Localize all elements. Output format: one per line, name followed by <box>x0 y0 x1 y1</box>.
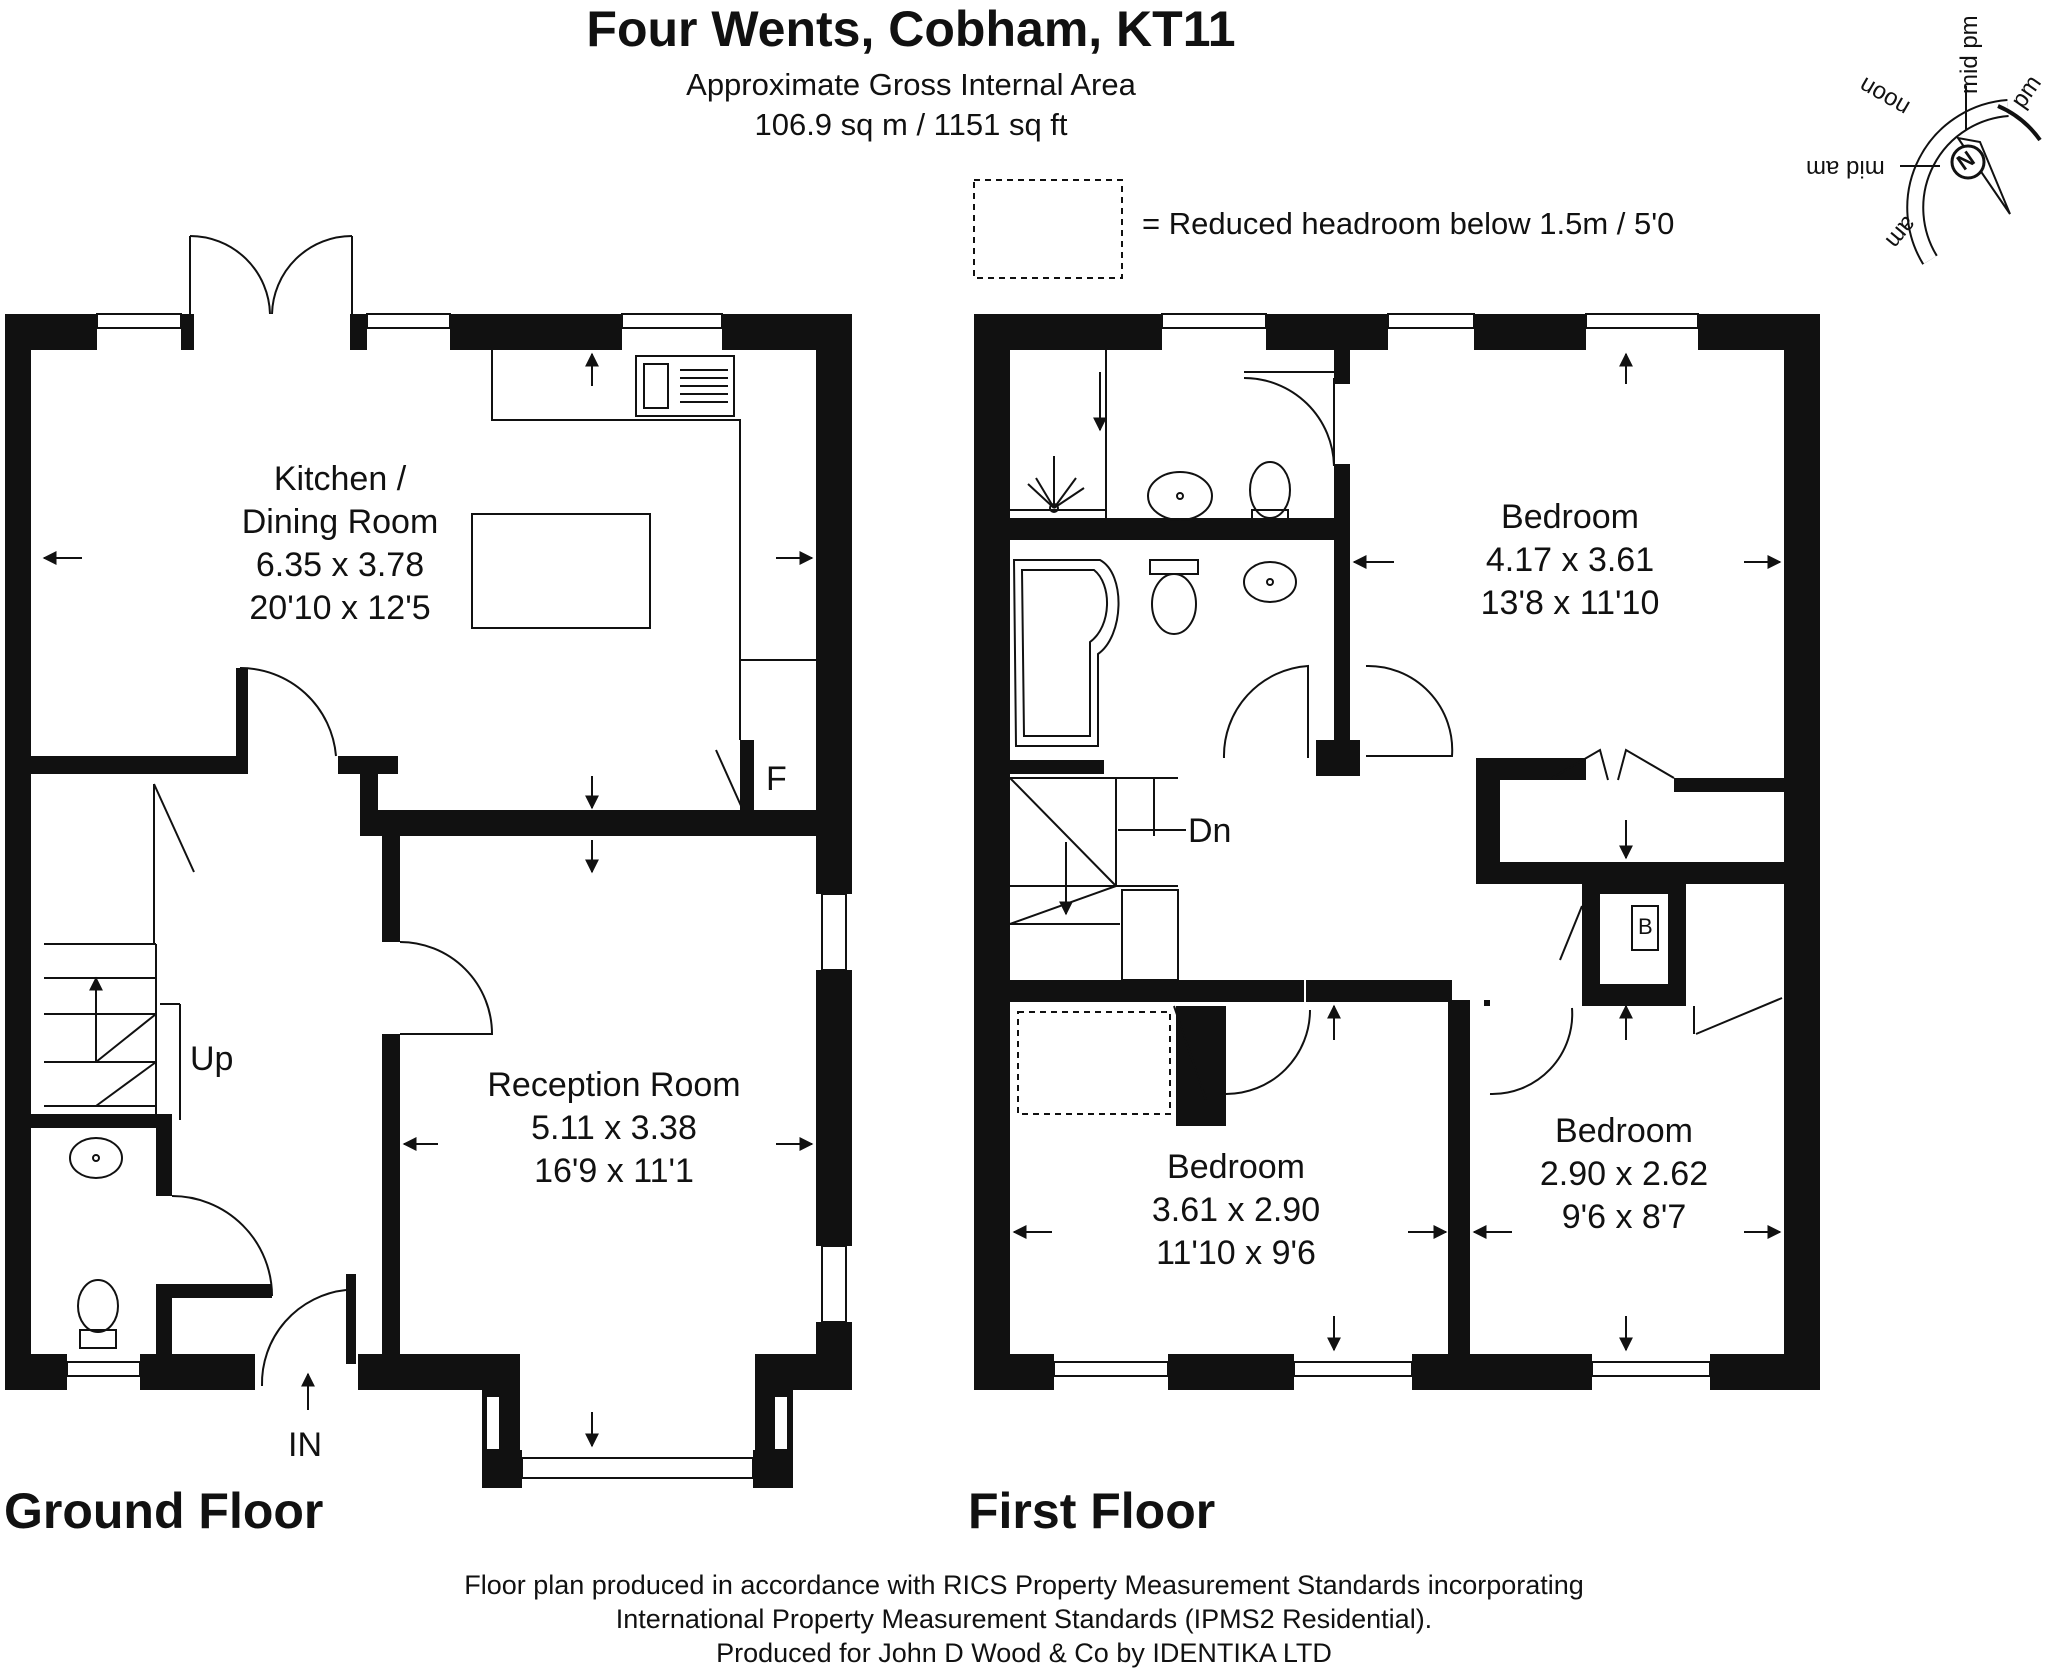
ff-wall-wardrobe-bottom <box>1476 862 1820 884</box>
ff-wall-bath-bottom <box>1010 760 1104 774</box>
ff-wall-top-d <box>1698 314 1820 350</box>
gf-window-right-b <box>821 1245 847 1323</box>
gf-wall-top-b <box>181 314 194 350</box>
gf-window-bay-bottom <box>521 1457 754 1479</box>
ground-floor-title: Ground Floor <box>4 1483 324 1539</box>
ff-wall-landing <box>1010 980 1304 1002</box>
gf-wall-fridge <box>740 740 754 816</box>
gf-wall-kitchen-bottom-c <box>360 810 826 836</box>
gf-wall-bottom-a <box>5 1354 67 1390</box>
ff-wall-b-cup-bottom <box>1582 984 1686 1006</box>
compass-rose <box>1900 86 2042 265</box>
ff-window-top-b <box>1387 313 1475 329</box>
gf-windows <box>66 313 847 1479</box>
gf-dimension-arrows <box>42 352 814 1448</box>
gf-window-top-b <box>366 313 451 329</box>
ff-wall-bed2-right <box>1448 1000 1470 1354</box>
gf-bay-bottom-a <box>482 1450 522 1488</box>
ff-wall-ensuite-top <box>1010 518 1336 540</box>
ff-wall-wardrobe-top-c <box>1674 778 1820 792</box>
boiler-label: B <box>1638 914 1653 939</box>
gf-window-bottom-a <box>66 1361 141 1377</box>
gf-wall-cloak-right-b <box>156 1284 172 1364</box>
kitchen-label: Kitchen / Dining Room 6.35 x 3.78 20'10 … <box>241 460 439 627</box>
ff-wall-bottom-b <box>1168 1354 1294 1390</box>
ff-wall-bed-left-post <box>1316 740 1360 776</box>
area-label: Approximate Gross Internal Area <box>686 67 1136 102</box>
ff-wall-bottom-c <box>1412 1354 1592 1390</box>
headroom-legend-text: = Reduced headroom below 1.5m / 5'0 <box>1142 206 1675 241</box>
bedroom-left-label: Bedroom 3.61 x 2.90 11'10 x 9'6 <box>1151 1148 1321 1272</box>
ff-wall-bath-right <box>1334 464 1350 770</box>
gf-window-top-c <box>621 313 723 329</box>
gf-wall-hall-b <box>382 1034 400 1354</box>
gf-window-bay-left <box>485 1395 501 1451</box>
gf-wall-step <box>360 756 378 836</box>
ff-stairs-label: Dn <box>1188 812 1232 850</box>
ff-wall-landing-b <box>1306 980 1452 1002</box>
gf-wall-left <box>5 314 31 1390</box>
fridge-label: F <box>766 760 787 798</box>
footer-line-1: Floor plan produced in accordance with R… <box>464 1570 1584 1600</box>
gf-wall-right-b <box>816 970 852 1246</box>
gf-wall-top-c <box>350 314 367 350</box>
entrance-label: IN <box>288 1426 322 1464</box>
reception-label: Reception Room 5.11 x 3.38 16'9 x 11'1 <box>487 1066 741 1190</box>
gf-window-top-a <box>96 313 182 329</box>
compass-mid-am: mid am <box>1806 155 1885 182</box>
footer-line-2: International Property Measurement Stand… <box>615 1604 1433 1634</box>
ff-dimension-arrows <box>1012 352 1782 1352</box>
ff-wall-right <box>1784 314 1820 1390</box>
ff-window-bottom-a <box>1053 1361 1169 1377</box>
ff-wall-b-cup-right <box>1668 874 1686 1006</box>
footer-line-3: Produced for John D Wood & Co by IDENTIK… <box>716 1638 1332 1668</box>
gf-bay-bottom-b <box>753 1450 793 1488</box>
gf-wall-cloak-bottom <box>166 1284 272 1298</box>
ff-window-top-a <box>1161 313 1267 329</box>
footer-notes: Floor plan produced in accordance with R… <box>464 1568 1584 1670</box>
ff-wall-bed3-top <box>1484 1000 1490 1006</box>
bedroom-main-label: Bedroom 4.17 x 3.61 13'8 x 11'10 <box>1480 498 1660 622</box>
ff-wall-b-cup-left <box>1582 888 1600 988</box>
ff-window-top-c <box>1585 313 1699 329</box>
compass-mid-pm: mid pm <box>1956 15 1983 94</box>
ff-windows <box>1053 313 1711 1377</box>
bedroom-right-label: Bedroom 2.90 x 2.62 9'6 x 8'7 <box>1539 1112 1709 1236</box>
gf-wall-kitchen-left <box>236 668 248 774</box>
ff-wall-bottom-a <box>974 1354 1054 1390</box>
ff-wall-closet-right-b <box>1176 1104 1226 1126</box>
ff-wall-b-cup-top <box>1582 874 1668 894</box>
ff-wall-top-c <box>1474 314 1586 350</box>
gf-wall-door-pier <box>346 1274 356 1364</box>
ff-wall-top-a <box>974 314 1162 350</box>
ff-wall-bottom-d <box>1710 1354 1820 1390</box>
ff-window-bottom-b <box>1293 1361 1413 1377</box>
first-floor-plan <box>974 314 1820 1390</box>
gf-wall-hall <box>382 826 400 942</box>
ff-wall-wardrobe-top-b <box>1476 758 1586 780</box>
ff-fixtures <box>973 179 1783 1115</box>
first-floor-title: First Floor <box>968 1483 1216 1539</box>
page-title: Four Wents, Cobham, KT11 <box>586 1 1236 57</box>
gf-wall-cloak-right <box>156 1114 172 1196</box>
gf-stairs-label: Up <box>190 1040 234 1078</box>
area-value: 106.9 sq m / 1151 sq ft <box>754 107 1068 142</box>
gf-wall-top-a <box>5 314 97 350</box>
gf-window-right-a <box>821 893 847 971</box>
gf-wall-kitchen-bottom <box>31 756 243 774</box>
ff-wall-top-b <box>1266 314 1388 350</box>
ff-window-bottom-c <box>1591 1361 1711 1377</box>
gf-wall-cloak-top <box>31 1114 163 1128</box>
gf-wall-right <box>816 314 852 894</box>
gf-wall-top-d <box>450 314 622 350</box>
ff-wall-left <box>974 314 1010 1390</box>
gf-fixtures <box>44 235 816 1387</box>
ff-wall-ensuite-post <box>1334 350 1350 384</box>
gf-window-bay-right <box>773 1395 789 1451</box>
